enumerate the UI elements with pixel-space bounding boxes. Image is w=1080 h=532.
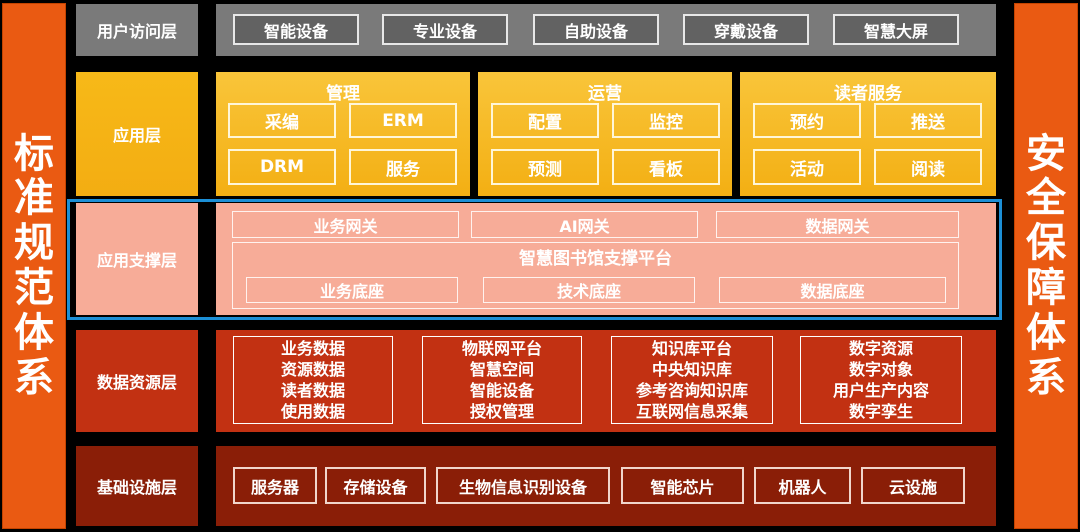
support-layer-highlight-frame <box>67 199 1002 320</box>
application-group-operations: 运营 配置 监控 预测 看板 <box>478 72 732 196</box>
data-resource-item: 参考咨询知识库 <box>635 381 748 400</box>
support-layer-panel: 业务网关 AI网关 数据网关 智慧图书馆支撑平台 业务底座 技术底座 数据底座 <box>216 203 996 315</box>
data-resource-item: 资源数据 <box>280 360 345 379</box>
support-platform-title: 智慧图书馆支撑平台 <box>519 248 672 269</box>
application-item: 活动 <box>753 149 861 185</box>
infrastructure-item: 云设施 <box>861 467 965 504</box>
user-access-layer-label: 用户访问层 <box>76 4 198 56</box>
left-pillar-char: 准 <box>14 175 54 222</box>
data-resource-item: 智慧空间 <box>469 360 534 379</box>
application-group-title: 管理 <box>326 83 360 104</box>
left-pillar-text: 标 准 规 范 体 系 <box>3 4 65 528</box>
left-pillar-char: 体 <box>14 309 54 356</box>
right-pillar-char: 保 <box>1026 220 1066 267</box>
left-pillar-char: 标 <box>14 130 54 177</box>
infrastructure-item: 智能芯片 <box>621 467 744 504</box>
application-item: 采编 <box>228 103 336 138</box>
application-item: DRM <box>228 149 336 185</box>
data-resource-item: 用户生产内容 <box>832 381 929 400</box>
user-access-layer-panel: 智能设备 专业设备 自助设备 穿戴设备 智慧大屏 <box>216 4 996 56</box>
user-access-item: 穿戴设备 <box>683 14 809 45</box>
data-resource-item: 智能设备 <box>469 381 534 400</box>
data-resources-layer-label: 数据资源层 <box>76 330 198 432</box>
application-item: 看板 <box>612 149 720 185</box>
data-resource-item: 业务数据 <box>280 339 345 358</box>
application-item: 服务 <box>349 149 457 185</box>
infrastructure-layer-label: 基础设施层 <box>76 446 198 526</box>
left-pillar-char: 系 <box>14 354 54 401</box>
data-resource-group: 物联网平台 智慧空间 智能设备 授权管理 <box>422 336 582 424</box>
infrastructure-layer-panel: 服务器 存储设备 生物信息识别设备 智能芯片 机器人 云设施 <box>216 446 996 526</box>
user-access-item: 自助设备 <box>533 14 659 45</box>
right-pillar-char: 全 <box>1026 175 1066 222</box>
data-resource-group: 数字资源 数字对象 用户生产内容 数字孪生 <box>800 336 962 424</box>
right-pillar-char: 障 <box>1026 265 1066 311</box>
data-resource-item: 中央知识库 <box>651 360 732 379</box>
data-resource-item: 数字孪生 <box>848 402 913 421</box>
base-item: 技术底座 <box>483 277 695 303</box>
base-item: 数据底座 <box>719 277 946 303</box>
infrastructure-item: 服务器 <box>233 467 317 504</box>
application-item: 阅读 <box>874 149 982 185</box>
gateway-item: AI网关 <box>471 211 698 238</box>
left-pillar-standards: 标 准 规 范 体 系 <box>2 3 66 529</box>
application-group-title: 运营 <box>588 83 622 104</box>
data-resource-item: 使用数据 <box>280 402 345 421</box>
right-pillar-char: 系 <box>1026 354 1066 401</box>
left-pillar-char: 范 <box>14 265 54 311</box>
application-item: 配置 <box>491 103 599 138</box>
data-resource-item: 知识库平台 <box>651 339 732 358</box>
application-item: 预测 <box>491 149 599 185</box>
application-group-title: 读者服务 <box>834 83 902 104</box>
application-item: ERM <box>349 103 457 138</box>
user-access-item: 智能设备 <box>233 14 359 45</box>
infrastructure-item: 生物信息识别设备 <box>436 467 610 504</box>
user-access-item: 专业设备 <box>382 14 508 45</box>
application-item: 监控 <box>612 103 720 138</box>
support-layer-label: 应用支撑层 <box>76 203 198 315</box>
application-item: 推送 <box>874 103 982 138</box>
data-resources-layer-panel: 业务数据 资源数据 读者数据 使用数据 物联网平台 智慧空间 智能设备 授权管理… <box>216 330 996 432</box>
data-resource-group: 知识库平台 中央知识库 参考咨询知识库 互联网信息采集 <box>611 336 773 424</box>
application-layer-label: 应用层 <box>76 72 198 196</box>
application-item: 预约 <box>753 103 861 138</box>
gateway-item: 业务网关 <box>232 211 459 238</box>
infrastructure-item: 机器人 <box>754 467 851 504</box>
data-resource-item: 互联网信息采集 <box>635 402 748 421</box>
data-resource-group: 业务数据 资源数据 读者数据 使用数据 <box>233 336 393 424</box>
user-access-item: 智慧大屏 <box>833 14 959 45</box>
data-resource-item: 读者数据 <box>280 381 345 400</box>
support-platform: 智慧图书馆支撑平台 业务底座 技术底座 数据底座 <box>232 242 959 309</box>
right-pillar-char: 安 <box>1026 130 1066 177</box>
base-item: 业务底座 <box>246 277 458 303</box>
infrastructure-item: 存储设备 <box>325 467 426 504</box>
data-resource-item: 数字资源 <box>848 339 913 358</box>
data-resource-item: 物联网平台 <box>461 339 542 358</box>
application-group-management: 管理 采编 ERM DRM 服务 <box>216 72 470 196</box>
gateway-item: 数据网关 <box>716 211 959 238</box>
data-resource-item: 数字对象 <box>848 360 913 379</box>
data-resource-item: 授权管理 <box>469 402 534 421</box>
right-pillar-security: 安 全 保 障 体 系 <box>1014 3 1078 529</box>
application-group-reader-services: 读者服务 预约 推送 活动 阅读 <box>740 72 996 196</box>
right-pillar-char: 体 <box>1026 309 1066 356</box>
left-pillar-char: 规 <box>14 220 54 267</box>
right-pillar-text: 安 全 保 障 体 系 <box>1015 4 1077 528</box>
